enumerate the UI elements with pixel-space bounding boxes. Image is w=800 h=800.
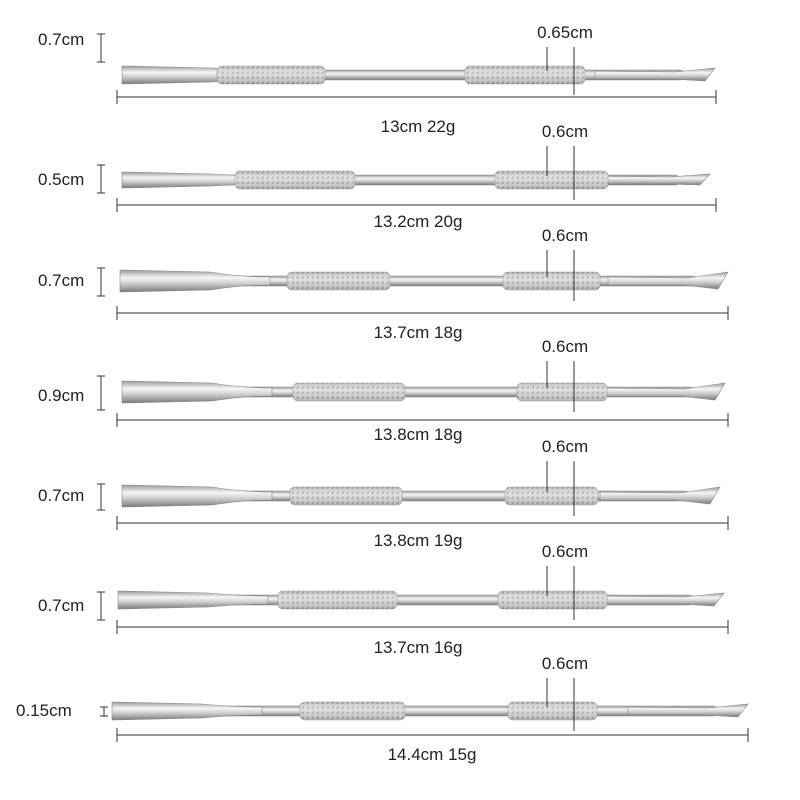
length-weight-label: 13.7cm 18g [373, 323, 463, 342]
grip-shine [217, 66, 325, 84]
tip-width-label: 0.7cm [38, 271, 85, 290]
tool-right-tip [607, 271, 729, 290]
grip-shine [505, 487, 598, 505]
tool-left-tip [121, 484, 273, 508]
tool-left-tip [119, 269, 271, 293]
grip-shine [290, 487, 402, 505]
grip-shine [498, 591, 607, 609]
handle-diameter-label: 0.6cm [541, 542, 589, 561]
tip-width-label: 0.5cm [38, 170, 85, 189]
handle-diameter-label: 0.6cm [541, 337, 589, 356]
grip-shine [508, 702, 597, 720]
tip-width-label: 0.7cm [38, 30, 85, 49]
handle-diameter-label: 0.65cm [537, 23, 593, 42]
length-weight-label: 13.8cm 18g [373, 425, 463, 444]
tool-left-tip [111, 701, 263, 721]
grip-shine [465, 66, 585, 84]
length-weight-label: 13.7cm 16g [373, 638, 463, 657]
length-weight-label: 14.4cm 15g [387, 745, 477, 764]
grip-shine [235, 171, 355, 189]
tool-right-tip [594, 67, 716, 82]
grip-shine [517, 383, 607, 401]
handle-diameter-label: 0.6cm [541, 122, 589, 141]
grip-shine [503, 272, 600, 290]
tip-width-label: 0.15cm [16, 701, 72, 720]
grip-shine [287, 272, 390, 290]
grip-shine [278, 591, 397, 609]
length-weight-label: 13.2cm 20g [373, 212, 463, 231]
length-weight-label: 13.8cm 19g [373, 531, 463, 550]
tool-left-tip [121, 380, 273, 404]
handle-diameter-label: 0.6cm [541, 226, 589, 245]
length-weight-label: 13cm 22g [380, 117, 456, 136]
handle-diameter-label: 0.6cm [541, 437, 589, 456]
grip-shine [495, 171, 608, 189]
tool-right-tip [599, 486, 721, 505]
tool-right-tip [604, 382, 726, 401]
tip-width-label: 0.7cm [38, 596, 85, 615]
tool-right-tip [627, 703, 749, 718]
handle-diameter-label: 0.6cm [541, 654, 589, 673]
tip-width-label: 0.7cm [38, 486, 85, 505]
tip-width-label: 0.9cm [38, 386, 85, 405]
tool-left-tip [117, 590, 269, 610]
grip-shine [300, 702, 405, 720]
grip-shine [293, 383, 405, 401]
